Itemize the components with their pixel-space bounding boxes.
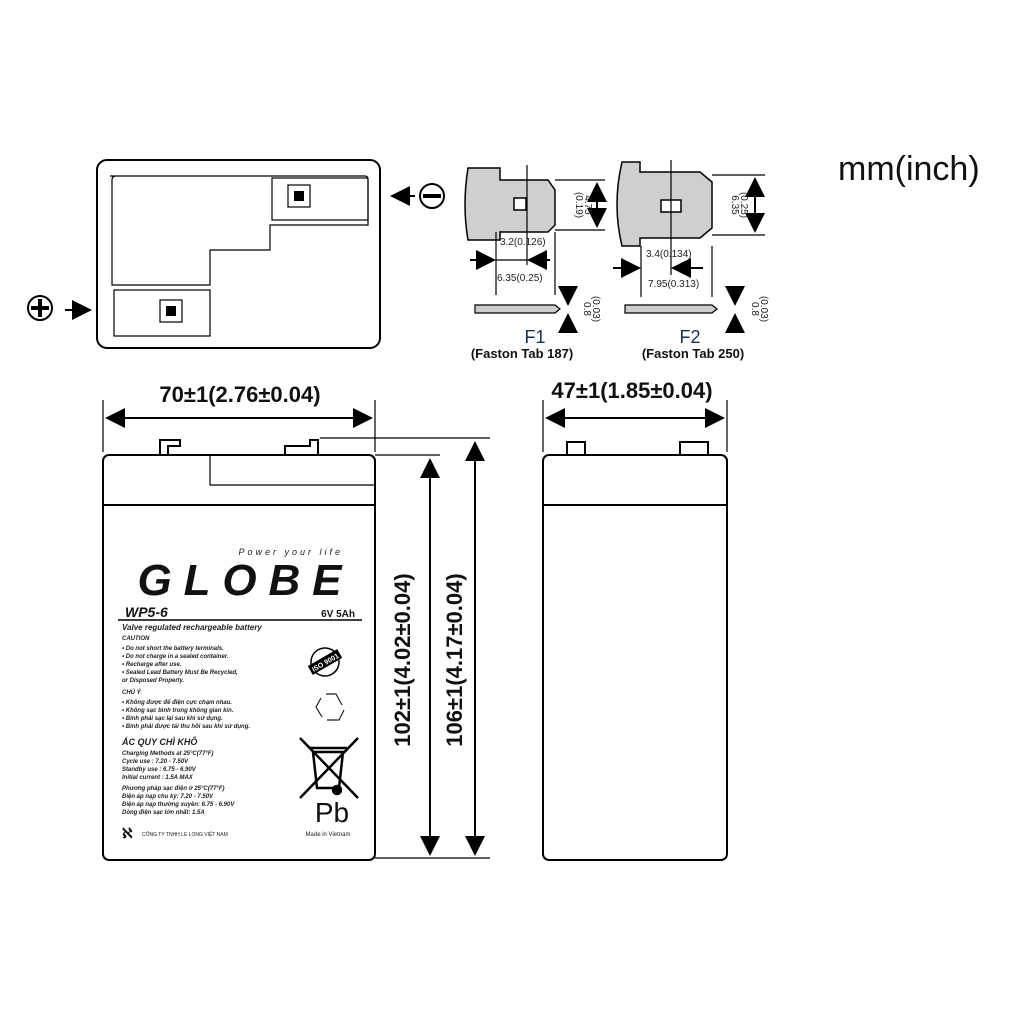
svg-text:(0.03): (0.03) <box>590 296 601 322</box>
iso-badge-icon: ISO 9001 <box>307 647 343 677</box>
company-logo-icon: ℵ <box>122 825 133 841</box>
svg-text:3.2(0.126): 3.2(0.126) <box>500 237 546 248</box>
svg-text:• Recharge after use.: • Recharge after use. <box>122 662 182 668</box>
svg-text:• Không sạc bình trong không g: • Không sạc bình trong không gian kín. <box>122 708 234 714</box>
svg-text:• Do not charge in a sealed co: • Do not charge in a sealed container. <box>122 654 229 660</box>
crossed-bin-icon <box>299 737 359 799</box>
brand-logo: GLOBE <box>138 556 344 605</box>
svg-text:0.8: 0.8 <box>749 302 760 316</box>
depth-dimension: 47±1(1.85±0.04) <box>551 378 712 403</box>
svg-text:7.95(0.313): 7.95(0.313) <box>648 279 699 290</box>
svg-text:6.35(0.25): 6.35(0.25) <box>497 273 543 284</box>
recycle-icon <box>315 693 345 721</box>
svg-text:(0.25): (0.25) <box>738 192 749 218</box>
svg-text:4.75: 4.75 <box>582 195 593 215</box>
svg-text:Standby use : 6.75 - 6.90V: Standby use : 6.75 - 6.90V <box>122 767 197 773</box>
svg-text:• Sealed Lead Battery Must Be: • Sealed Lead Battery Must Be Recycled, <box>122 670 238 676</box>
battery-label: Power your life GLOBE WP5-6 6V 5Ah Valve… <box>118 547 362 841</box>
svg-text:3.4(0.134): 3.4(0.134) <box>646 249 692 260</box>
svg-text:F1: F1 <box>524 327 545 347</box>
negative-terminal-pocket <box>271 177 369 221</box>
svg-text:Charging Methods at 25°C(77°F): Charging Methods at 25°C(77°F) <box>122 751 213 757</box>
svg-text:or Disposed Properly.: or Disposed Properly. <box>122 678 184 684</box>
svg-text:Made in Vietnam: Made in Vietnam <box>306 832 351 838</box>
svg-text:6V 5Ah: 6V 5Ah <box>321 609 355 620</box>
svg-text:• Không được để điện cực chạm: • Không được để điện cực chạm nhau. <box>122 699 232 706</box>
top-view <box>27 159 445 349</box>
svg-text:Dòng điện sạc lớn nhất: 1.5A: Dòng điện sạc lớn nhất: 1.5A <box>122 809 205 816</box>
svg-text:Power your life: Power your life <box>238 547 343 557</box>
svg-text:Cycle use : 7.20 - 7.50V: Cycle use : 7.20 - 7.50V <box>122 759 189 765</box>
svg-text:• Bình phải sạc lại sau khi sử: • Bình phải sạc lại sau khi sử dụng. <box>122 716 223 722</box>
svg-text:Valve regulated rechargeable b: Valve regulated rechargeable battery <box>122 623 262 632</box>
svg-text:Pb: Pb <box>315 797 349 828</box>
svg-text:Initial current : 1.5A MAX: Initial current : 1.5A MAX <box>122 775 194 781</box>
svg-text:(0.19): (0.19) <box>573 192 584 218</box>
svg-text:6.35: 6.35 <box>729 195 740 215</box>
terminal-f1-detail: 4.75 (0.19) 3.2(0.126) 6.35(0.25) 0.8 (0… <box>464 165 607 361</box>
svg-text:WP5-6: WP5-6 <box>125 604 168 620</box>
svg-text:Điện áp nạp thường xuyên: 6.75: Điện áp nạp thường xuyên: 6.75 - 6.90V <box>122 802 235 808</box>
plus-terminal-icon <box>27 295 53 321</box>
svg-text:CHÚ Ý: CHÚ Ý <box>122 689 142 696</box>
svg-text:CÔNG TY TNHH LE LONG VIỆT NAM: CÔNG TY TNHH LE LONG VIỆT NAM <box>142 830 228 838</box>
svg-text:Phương pháp sạc điện ở 25°C(77: Phương pháp sạc điện ở 25°C(77°F) <box>122 786 225 792</box>
width-dimension: 70±1(2.76±0.04) <box>159 382 320 407</box>
front-view: 70±1(2.76±0.04) 102±1(4.02±0.04) 106±1(4… <box>102 382 490 861</box>
svg-text:(Faston Tab 250): (Faston Tab 250) <box>642 346 744 361</box>
svg-text:0.8: 0.8 <box>581 302 592 316</box>
svg-text:Điện áp nạp chu kỳ: 7.20 - 7.5: Điện áp nạp chu kỳ: 7.20 - 7.50V <box>122 794 214 800</box>
svg-text:CAUTION: CAUTION <box>122 636 150 642</box>
body-height-dimension: 102±1(4.02±0.04) <box>390 573 415 746</box>
svg-text:• Do not short the battery ter: • Do not short the battery terminals. <box>122 646 224 652</box>
units-label: mm(inch) <box>838 150 980 188</box>
svg-text:(0.03): (0.03) <box>758 296 769 322</box>
positive-terminal-pocket <box>113 289 211 337</box>
terminal-f2-detail: 6.35 (0.25) 3.4(0.134) 7.95(0.313) 0.8 (… <box>613 160 769 361</box>
svg-text:• Bình phải được tái thu hồi s: • Bình phải được tái thu hồi sau khi sử … <box>122 724 250 730</box>
svg-text:ẮC QUY CHÌ KHÔ: ẮC QUY CHÌ KHÔ <box>121 736 197 747</box>
minus-terminal-icon <box>419 183 445 209</box>
svg-text:(Faston Tab 187): (Faston Tab 187) <box>471 346 573 361</box>
svg-text:F2: F2 <box>679 327 700 347</box>
side-view: 47±1(1.85±0.04) <box>542 378 728 861</box>
total-height-dimension: 106±1(4.17±0.04) <box>442 573 467 746</box>
